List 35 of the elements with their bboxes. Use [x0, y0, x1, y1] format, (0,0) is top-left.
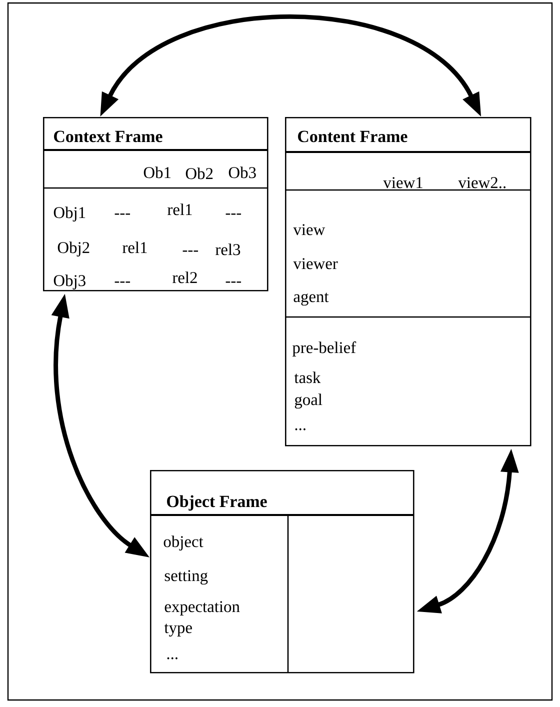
frame-title: Context Frame [54, 130, 162, 142]
table-cell: rel3 [216, 244, 240, 256]
slot-label: viewer [293, 258, 338, 270]
table-cell: --- [114, 282, 130, 283]
slot-label: goal [294, 394, 322, 409]
frame-box [43, 117, 268, 292]
table-cell: --- [114, 214, 130, 215]
slot-label: ... [167, 657, 178, 660]
slot-label: type [164, 624, 192, 637]
table-cell: rel2 [172, 272, 197, 284]
table-cell: rel1 [168, 204, 192, 216]
table-cell: --- [182, 250, 198, 252]
column-header: view2.. [458, 177, 506, 188]
row-header: Obj2 [58, 242, 90, 256]
slot-label: object [164, 536, 204, 550]
slot-label: view [293, 224, 326, 236]
slot-label: ... [295, 428, 306, 430]
slot-label: agent [294, 292, 329, 306]
table-cell: --- [226, 282, 242, 283]
column-header: Ob1 [144, 166, 171, 178]
frame-box [285, 117, 532, 446]
frame-title: Object Frame [167, 495, 267, 511]
column-header: view1 [383, 177, 422, 188]
table-cell: rel1 [122, 242, 147, 254]
slot-label: task [294, 372, 321, 384]
column-header: Ob3 [228, 166, 256, 178]
slot-label: pre-belief [292, 341, 356, 356]
frame-box [150, 470, 414, 674]
slot-label: setting [164, 570, 208, 585]
slot-label: expectation [164, 601, 240, 616]
row-header: Obj3 [54, 274, 86, 290]
frame-title: Content Frame [298, 130, 408, 142]
table-cell: --- [226, 214, 242, 215]
column-header: Ob2 [186, 168, 213, 180]
row-header: Obj1 [54, 206, 86, 222]
